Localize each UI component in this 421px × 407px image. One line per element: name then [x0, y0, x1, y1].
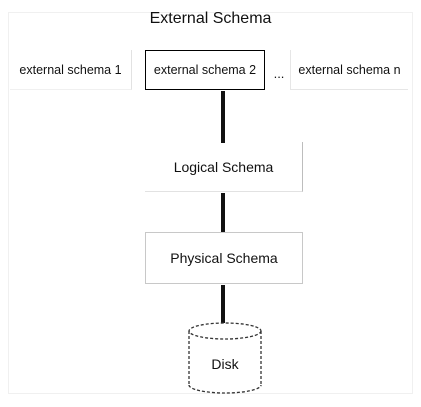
external-schema-2-label: external schema 2: [153, 63, 257, 77]
external-schema-2-box: external schema 2: [145, 50, 265, 90]
ellipsis: ...: [273, 66, 285, 81]
connector-physical-disk: [221, 285, 225, 328]
connector-logical-physical: [221, 193, 225, 233]
logical-schema-label: Logical Schema: [173, 158, 274, 175]
external-schema-title: External Schema: [149, 10, 272, 27]
external-schema-n-label: external schema n: [298, 62, 401, 77]
external-schema-n-box: external schema n: [290, 50, 408, 90]
physical-schema-label: Physical Schema: [170, 250, 278, 266]
external-schema-1-box: external schema 1: [10, 50, 132, 90]
external-schema-1-label: external schema 1: [19, 62, 122, 77]
disk-label: Disk: [211, 356, 239, 372]
connector-external-logical: [221, 91, 225, 143]
diagram-frame: [8, 12, 413, 394]
physical-schema-box: Physical Schema: [145, 232, 303, 284]
logical-schema-box: Logical Schema: [145, 142, 303, 192]
disk-cylinder-icon: [188, 322, 262, 394]
